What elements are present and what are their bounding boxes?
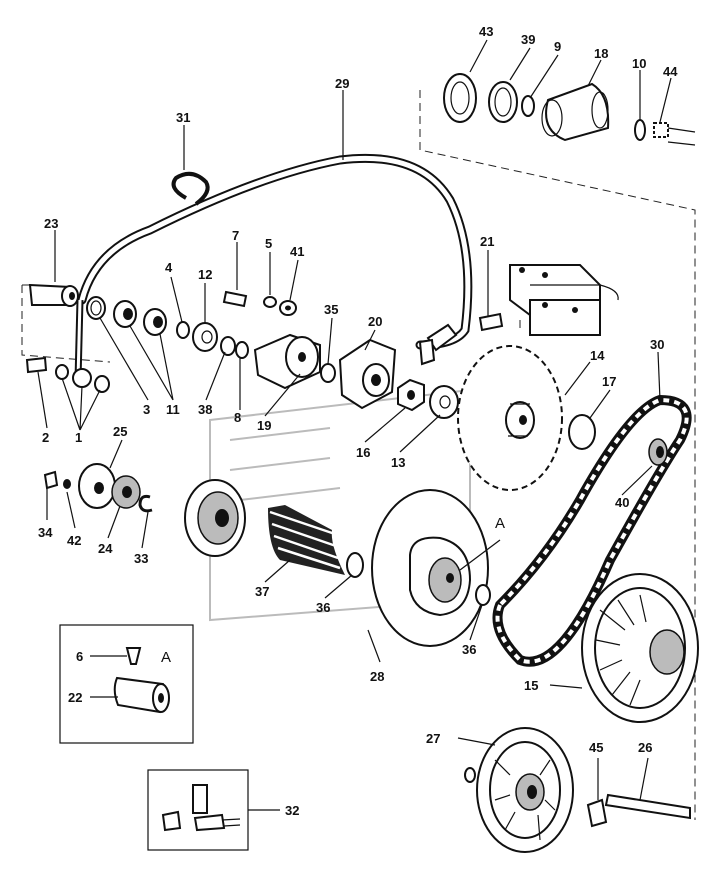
circlip-10 (634, 119, 646, 141)
pulley-27 (464, 727, 574, 853)
label-17: 17 (602, 374, 616, 389)
leader-lines (37, 39, 672, 811)
label-27: 27 (426, 731, 440, 746)
label-1: 1 (75, 430, 82, 445)
label-13: 13 (391, 455, 405, 470)
left-parts-group (25, 283, 459, 419)
sheave-28 (371, 489, 491, 647)
label-36-right: 36 (462, 642, 476, 657)
label-38: 38 (198, 402, 212, 417)
hose-29 (74, 153, 473, 381)
ring-17 (568, 414, 596, 450)
shaft-26-group (586, 793, 691, 828)
label-2: 2 (42, 430, 49, 445)
label-5: 5 (265, 236, 272, 251)
drive-belt-30 (492, 394, 692, 667)
label-3: 3 (143, 402, 150, 417)
label-42: 42 (67, 533, 81, 548)
label-24: 24 (98, 541, 113, 556)
label-44: 44 (663, 64, 678, 79)
label-25: 25 (113, 424, 127, 439)
label-43: 43 (479, 24, 493, 39)
label-16: 16 (356, 445, 370, 460)
label-31: 31 (176, 110, 190, 125)
label-14: 14 (590, 348, 605, 363)
label-10: 10 (632, 56, 646, 71)
label-7: 7 (232, 228, 239, 243)
label-40: 40 (615, 495, 629, 510)
label-28: 28 (370, 669, 384, 684)
label-33: 33 (134, 551, 148, 566)
spring-assembly (184, 479, 364, 578)
seal-ring-43 (443, 73, 477, 123)
label-4: 4 (165, 260, 173, 275)
part-number-labels: 43 39 9 18 10 44 29 31 23 7 5 41 21 4 12… (38, 24, 678, 818)
label-9: 9 (554, 39, 561, 54)
sheave-14 (457, 345, 563, 491)
key-44 (653, 122, 669, 138)
label-30: 30 (650, 337, 664, 352)
label-41: 41 (290, 244, 304, 259)
label-26: 26 (638, 740, 652, 755)
inset-detail-32 (147, 769, 249, 851)
driven-pulley-15 (581, 573, 699, 723)
shaft-seal-group (443, 73, 696, 146)
inset-view-label-a: A (161, 649, 171, 666)
o-ring-9 (521, 95, 535, 117)
label-20: 20 (368, 314, 382, 329)
label-45: 45 (589, 740, 603, 755)
label-15: 15 (524, 678, 538, 693)
inset-detail-a (59, 624, 194, 744)
valve-block-21 (478, 264, 619, 336)
seal-ring-39 (488, 81, 518, 123)
label-8: 8 (234, 410, 241, 425)
assembly-dash-lines (21, 90, 696, 820)
label-12: 12 (198, 267, 212, 282)
label-6: 6 (76, 649, 83, 664)
label-34: 34 (38, 525, 53, 540)
label-37: 37 (255, 584, 269, 599)
pulley-cover-group (43, 463, 153, 513)
circlip-31 (171, 171, 210, 206)
label-21: 21 (480, 234, 494, 249)
label-18: 18 (594, 46, 608, 61)
label-23: 23 (44, 216, 58, 231)
label-19: 19 (257, 418, 271, 433)
label-11: 11 (166, 402, 180, 417)
label-22: 22 (68, 690, 82, 705)
label-36-left: 36 (316, 600, 330, 615)
label-32: 32 (285, 803, 299, 818)
view-label-a: A (495, 515, 505, 532)
label-29: 29 (335, 76, 349, 91)
label-39: 39 (521, 32, 535, 47)
label-35: 35 (324, 302, 338, 317)
